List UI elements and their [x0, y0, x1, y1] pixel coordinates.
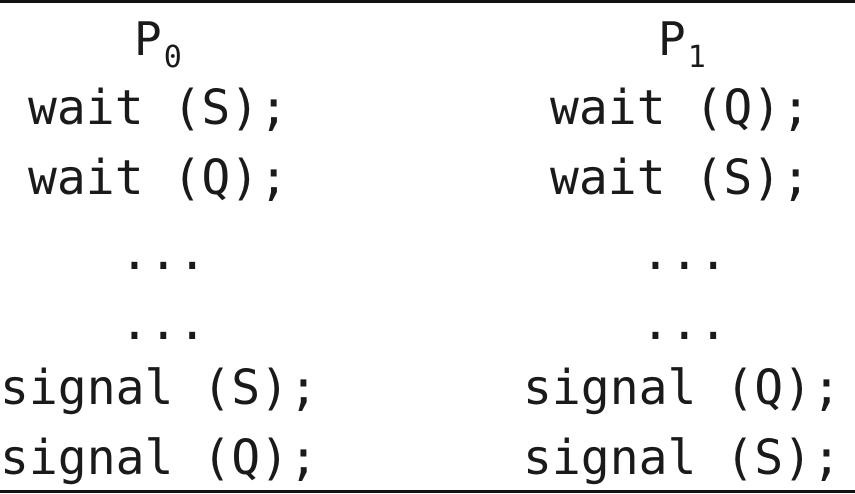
process-name: P	[134, 12, 162, 66]
ellipsis-line: ...	[641, 295, 728, 351]
code-line: signal (Q);	[523, 360, 841, 416]
code-line: wait (S);	[550, 150, 811, 206]
ellipsis-line: ...	[120, 225, 207, 281]
process-name: P	[658, 12, 686, 66]
code-line: wait (S);	[28, 80, 289, 136]
process-p1-column: P1 wait (Q); wait (S); ... ... signal (Q…	[427, 0, 855, 494]
ellipsis-line: ...	[641, 225, 728, 281]
process-p0-column: P0 wait (S); wait (Q); ... ... signal (S…	[0, 12, 318, 486]
ellipsis-line: ...	[120, 295, 207, 351]
top-rule	[0, 0, 855, 3]
process-p1-header: P1	[658, 12, 706, 75]
bottom-rule	[0, 490, 855, 493]
process-p0-header: P0	[134, 12, 182, 75]
code-line: wait (Q);	[550, 80, 811, 136]
code-line: signal (S);	[0, 360, 318, 416]
code-line: signal (Q);	[0, 430, 318, 486]
process-subscript: 0	[163, 40, 182, 75]
process-subscript: 1	[687, 40, 706, 75]
code-line: wait (Q);	[28, 150, 289, 206]
code-line: signal (S);	[523, 430, 841, 486]
